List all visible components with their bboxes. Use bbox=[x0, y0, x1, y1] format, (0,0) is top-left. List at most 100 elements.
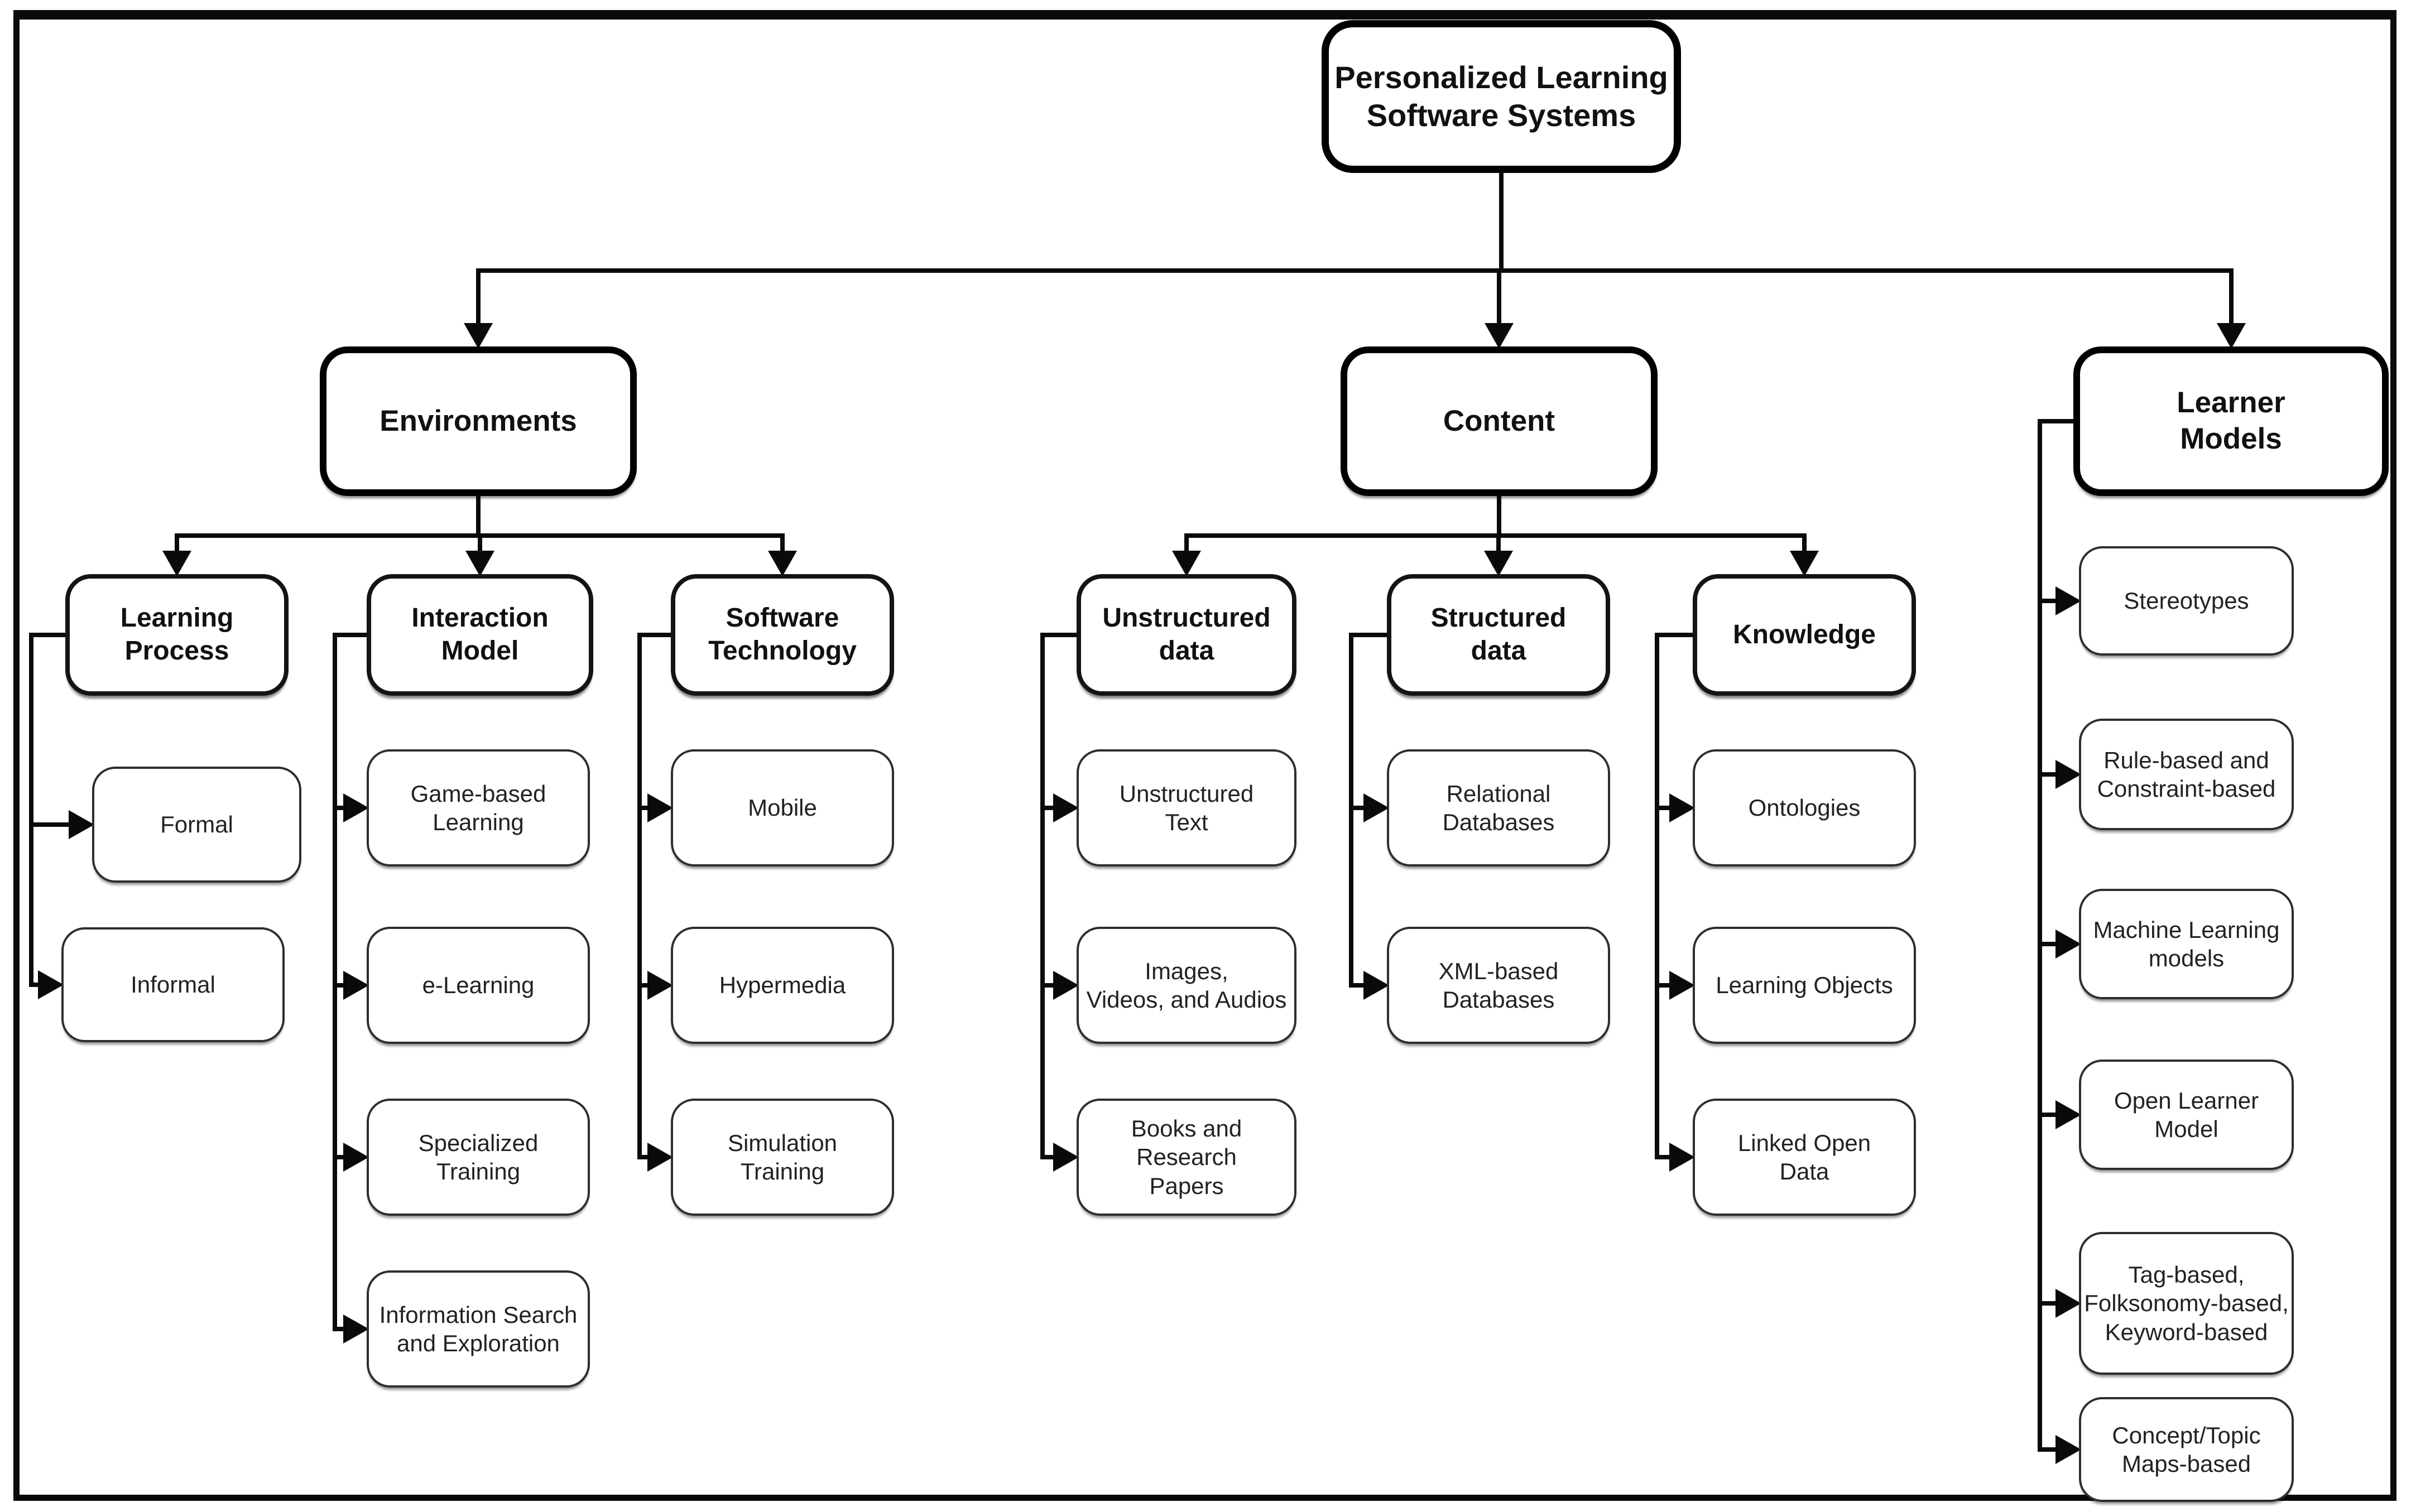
node-learner-models: Learner Models bbox=[2073, 346, 2389, 496]
node-label: e-Learning bbox=[422, 971, 535, 999]
arrowhead-right bbox=[343, 1314, 369, 1344]
connector-segment bbox=[1499, 172, 1504, 273]
node-content: Content bbox=[1341, 346, 1658, 496]
arrowhead-right bbox=[2055, 1100, 2081, 1129]
node-label: Learner Models bbox=[2177, 385, 2285, 457]
node-label: Structured data bbox=[1431, 602, 1567, 667]
connector-segment bbox=[29, 633, 33, 987]
connector-segment bbox=[2038, 1113, 2057, 1117]
connector-segment bbox=[333, 633, 337, 1331]
node-tag-folksonomy-keyword-based: Tag-based, Folksonomy-based, Keyword-bas… bbox=[2079, 1232, 2294, 1375]
node-label: Machine Learning models bbox=[2093, 916, 2280, 972]
arrowhead-right bbox=[1363, 793, 1389, 822]
connector-segment bbox=[333, 1155, 344, 1159]
connector-segment bbox=[2038, 419, 2042, 1452]
arrowhead-right bbox=[1669, 971, 1695, 1000]
connector-segment bbox=[2038, 942, 2057, 946]
node-label: Knowledge bbox=[1733, 619, 1876, 652]
connector-segment bbox=[637, 633, 642, 1159]
arrowhead-down bbox=[1485, 323, 1514, 349]
node-xml-based-databases: XML-based Databases bbox=[1387, 927, 1610, 1044]
node-learning-process: Learning Process bbox=[65, 574, 289, 696]
node-open-learner-model: Open Learner Model bbox=[2079, 1060, 2294, 1170]
node-environments: Environments bbox=[320, 346, 637, 496]
arrowhead-right bbox=[69, 810, 94, 839]
connector-segment bbox=[2038, 1447, 2057, 1452]
node-label: Personalized Learning Software Systems bbox=[1334, 59, 1668, 135]
arrowhead-right bbox=[343, 971, 369, 1000]
node-label: Learning Objects bbox=[1716, 971, 1893, 999]
arrowhead-right bbox=[1053, 1143, 1079, 1172]
arrowhead-down bbox=[2217, 323, 2246, 349]
connector-segment bbox=[333, 633, 369, 637]
arrowhead-right bbox=[38, 970, 64, 999]
node-formal: Formal bbox=[92, 767, 301, 883]
connector-segment bbox=[333, 983, 344, 988]
node-mobile: Mobile bbox=[671, 749, 894, 866]
node-concept-topic-maps-based: Concept/Topic Maps-based bbox=[2079, 1397, 2294, 1502]
arrowhead-right bbox=[343, 793, 369, 822]
connector-segment bbox=[2038, 1301, 2057, 1306]
connector-segment bbox=[1349, 633, 1353, 988]
node-machine-learning-models: Machine Learning models bbox=[2079, 889, 2294, 999]
node-label: Environments bbox=[380, 403, 577, 440]
connector-segment bbox=[1184, 533, 1807, 538]
arrowhead-right bbox=[2055, 586, 2081, 615]
arrowhead-right bbox=[647, 971, 673, 1000]
node-label: Software Technology bbox=[708, 602, 857, 667]
connector-segment bbox=[1802, 533, 1807, 552]
connector-segment bbox=[1655, 1155, 1670, 1159]
arrowhead-down bbox=[1790, 551, 1819, 576]
node-label: Hypermedia bbox=[719, 971, 846, 999]
arrowhead-right bbox=[647, 793, 673, 822]
connector-segment bbox=[2038, 772, 2057, 777]
node-label: Content bbox=[1443, 403, 1555, 440]
node-e-learning: e-Learning bbox=[367, 927, 590, 1044]
connector-segment bbox=[1040, 633, 1045, 1159]
arrowhead-right bbox=[1363, 971, 1389, 1000]
arrowhead-down bbox=[162, 551, 191, 576]
arrowhead-right bbox=[2055, 930, 2081, 959]
node-rule-based-constraint-based: Rule-based and Constraint-based bbox=[2079, 719, 2294, 830]
node-label: Formal bbox=[160, 810, 233, 839]
node-software-technology: Software Technology bbox=[671, 574, 894, 696]
node-label: Images, Videos, and Audios bbox=[1087, 957, 1287, 1014]
node-label: Mobile bbox=[748, 793, 817, 822]
node-label: Tag-based, Folksonomy-based, Keyword-bas… bbox=[2084, 1260, 2289, 1346]
node-label: Rule-based and Constraint-based bbox=[2097, 746, 2276, 803]
node-images-videos-audios: Images, Videos, and Audios bbox=[1077, 927, 1296, 1044]
node-label: Specialized Training bbox=[419, 1129, 539, 1186]
node-label: Linked Open Data bbox=[1738, 1129, 1871, 1186]
connector-segment bbox=[1497, 495, 1501, 538]
node-relational-databases: Relational Databases bbox=[1387, 749, 1610, 866]
connector-segment bbox=[2038, 599, 2057, 603]
connector-segment bbox=[1040, 1155, 1054, 1159]
connector-segment bbox=[29, 633, 68, 637]
node-ontologies: Ontologies bbox=[1693, 749, 1916, 866]
node-hypermedia: Hypermedia bbox=[671, 927, 894, 1044]
node-label: XML-based Databases bbox=[1439, 957, 1559, 1014]
node-label: Game-based Learning bbox=[411, 779, 546, 836]
connector-segment bbox=[2229, 268, 2234, 324]
connector-segment bbox=[1655, 983, 1670, 988]
connector-segment bbox=[478, 533, 482, 552]
arrowhead-right bbox=[1053, 971, 1079, 1000]
connector-segment bbox=[29, 822, 70, 827]
connector-segment bbox=[333, 806, 344, 810]
node-label: Relational Databases bbox=[1443, 779, 1555, 836]
connector-segment bbox=[2038, 419, 2076, 423]
arrowhead-right bbox=[2055, 1435, 2081, 1464]
arrowhead-down bbox=[1484, 551, 1513, 576]
connector-segment bbox=[1040, 806, 1054, 810]
node-label: Interaction Model bbox=[411, 602, 548, 667]
connector-segment bbox=[1184, 533, 1189, 552]
connector-segment bbox=[1655, 633, 1659, 1159]
arrowhead-down bbox=[1172, 551, 1201, 576]
connector-segment bbox=[1497, 268, 1501, 324]
connector-segment bbox=[637, 633, 673, 637]
connector-segment bbox=[637, 1155, 649, 1159]
connector-segment bbox=[1040, 983, 1054, 988]
arrowhead-right bbox=[343, 1143, 369, 1172]
node-label: Open Learner Model bbox=[2114, 1086, 2259, 1143]
